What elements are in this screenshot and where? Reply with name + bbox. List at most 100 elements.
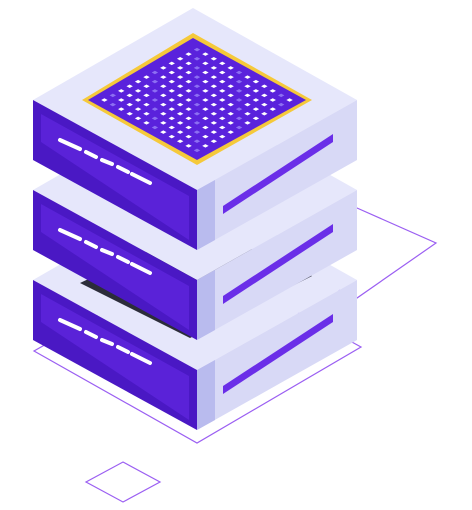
chip-cell: [193, 102, 201, 107]
chip-cell: [202, 125, 209, 130]
chip-cell: [126, 84, 133, 89]
chip-cell: [252, 98, 260, 102]
chip-cell: [244, 102, 251, 107]
tier-led-dash: [84, 240, 98, 249]
chip-cell: [219, 89, 226, 93]
chip-cell: [227, 130, 234, 134]
chip-cell: [277, 102, 285, 107]
chip-cell: [151, 70, 159, 75]
chip-cell: [202, 52, 209, 56]
chip-cell: [134, 89, 142, 93]
chip-cell: [193, 121, 201, 125]
chip-cell: [160, 66, 167, 70]
chip-cell: [193, 139, 201, 144]
chip-cell: [185, 98, 192, 102]
chip-cell: [269, 107, 276, 111]
chip-cell: [185, 144, 192, 148]
chip-cell: [185, 61, 192, 66]
chip-cell: [176, 56, 184, 61]
chip-cell: [219, 125, 226, 130]
chip-cell: [219, 79, 226, 84]
chip-cell: [168, 61, 175, 66]
chip-cell: [202, 98, 209, 102]
tier-led-dash: [58, 228, 82, 241]
tier-led-dash: [84, 150, 98, 159]
chip-cell: [244, 121, 251, 125]
chip-cell: [160, 102, 167, 107]
chip-cell: [202, 70, 209, 75]
chip-cell: [126, 111, 133, 116]
chip-cell: [151, 116, 159, 121]
chip-cell: [176, 75, 184, 79]
chip-surface: [88, 38, 306, 160]
chip-cell: [244, 75, 251, 79]
chip-cell: [202, 79, 209, 84]
chip-cell: [269, 98, 276, 102]
chip-cell: [151, 107, 159, 111]
chip-cell: [143, 111, 150, 116]
chip-cell: [227, 121, 234, 125]
chip-cell: [168, 107, 175, 111]
chip-cell: [227, 66, 234, 70]
chip-cell: [134, 107, 142, 111]
chip-cell: [210, 111, 218, 116]
chip-cell: [168, 134, 175, 139]
chip-cell: [143, 84, 150, 89]
server-tiers: [33, 8, 357, 430]
chip-cell: [151, 79, 159, 84]
chip-cell: [219, 61, 226, 66]
chip-cell: [235, 125, 243, 130]
chip-cell: [109, 102, 117, 107]
chip-cell: [126, 102, 133, 107]
chip-cell: [210, 84, 218, 89]
chip-cell: [202, 107, 209, 111]
chip-cell: [118, 98, 125, 102]
chip-cell: [235, 79, 243, 84]
chip-cell: [176, 93, 184, 98]
chip-cell: [210, 121, 218, 125]
tier-slot-bar: [223, 224, 333, 304]
tier-led-dash: [130, 262, 152, 275]
chip-cell: [185, 89, 192, 93]
chip-cell: [176, 111, 184, 116]
chip-cell: [235, 89, 243, 93]
chip-cell: [244, 111, 251, 116]
chip-cell: [235, 98, 243, 102]
chip-cell: [176, 130, 184, 134]
chip-cell: [160, 84, 167, 89]
chip-cell: [202, 144, 209, 148]
tier-slot-bar: [223, 134, 333, 214]
tier-slot-bar: [223, 314, 333, 394]
chip-cell: [193, 84, 201, 89]
chip-cell: [235, 70, 243, 75]
chip-cell: [193, 111, 201, 116]
chip-cell: [109, 93, 117, 98]
chip-cell: [252, 116, 260, 121]
chip-cell: [151, 125, 159, 130]
tier-left-panel: [41, 204, 189, 330]
chip-cell: [134, 98, 142, 102]
chip-cell: [252, 107, 260, 111]
tier-led-dash: [100, 158, 114, 166]
chip-cell: [168, 116, 175, 121]
chip-cell: [227, 102, 234, 107]
chip-cell: [193, 66, 201, 70]
chip-cell: [202, 116, 209, 121]
tier-led-dash: [84, 330, 98, 339]
chip-cell: [261, 102, 268, 107]
chip-cell: [185, 107, 192, 111]
tier-led-dash: [100, 338, 114, 346]
chip-cell: [193, 75, 201, 79]
chip-cell: [143, 93, 150, 98]
chip-cell: [118, 89, 125, 93]
tier-right-shadow: [197, 360, 215, 430]
chip-cell: [202, 61, 209, 66]
chip-cell: [160, 121, 167, 125]
tier-left-panel: [41, 114, 189, 240]
chip-cell: [244, 93, 251, 98]
chip-cell: [185, 70, 192, 75]
chip-cell: [219, 107, 226, 111]
tier-right-shadow: [197, 180, 215, 250]
